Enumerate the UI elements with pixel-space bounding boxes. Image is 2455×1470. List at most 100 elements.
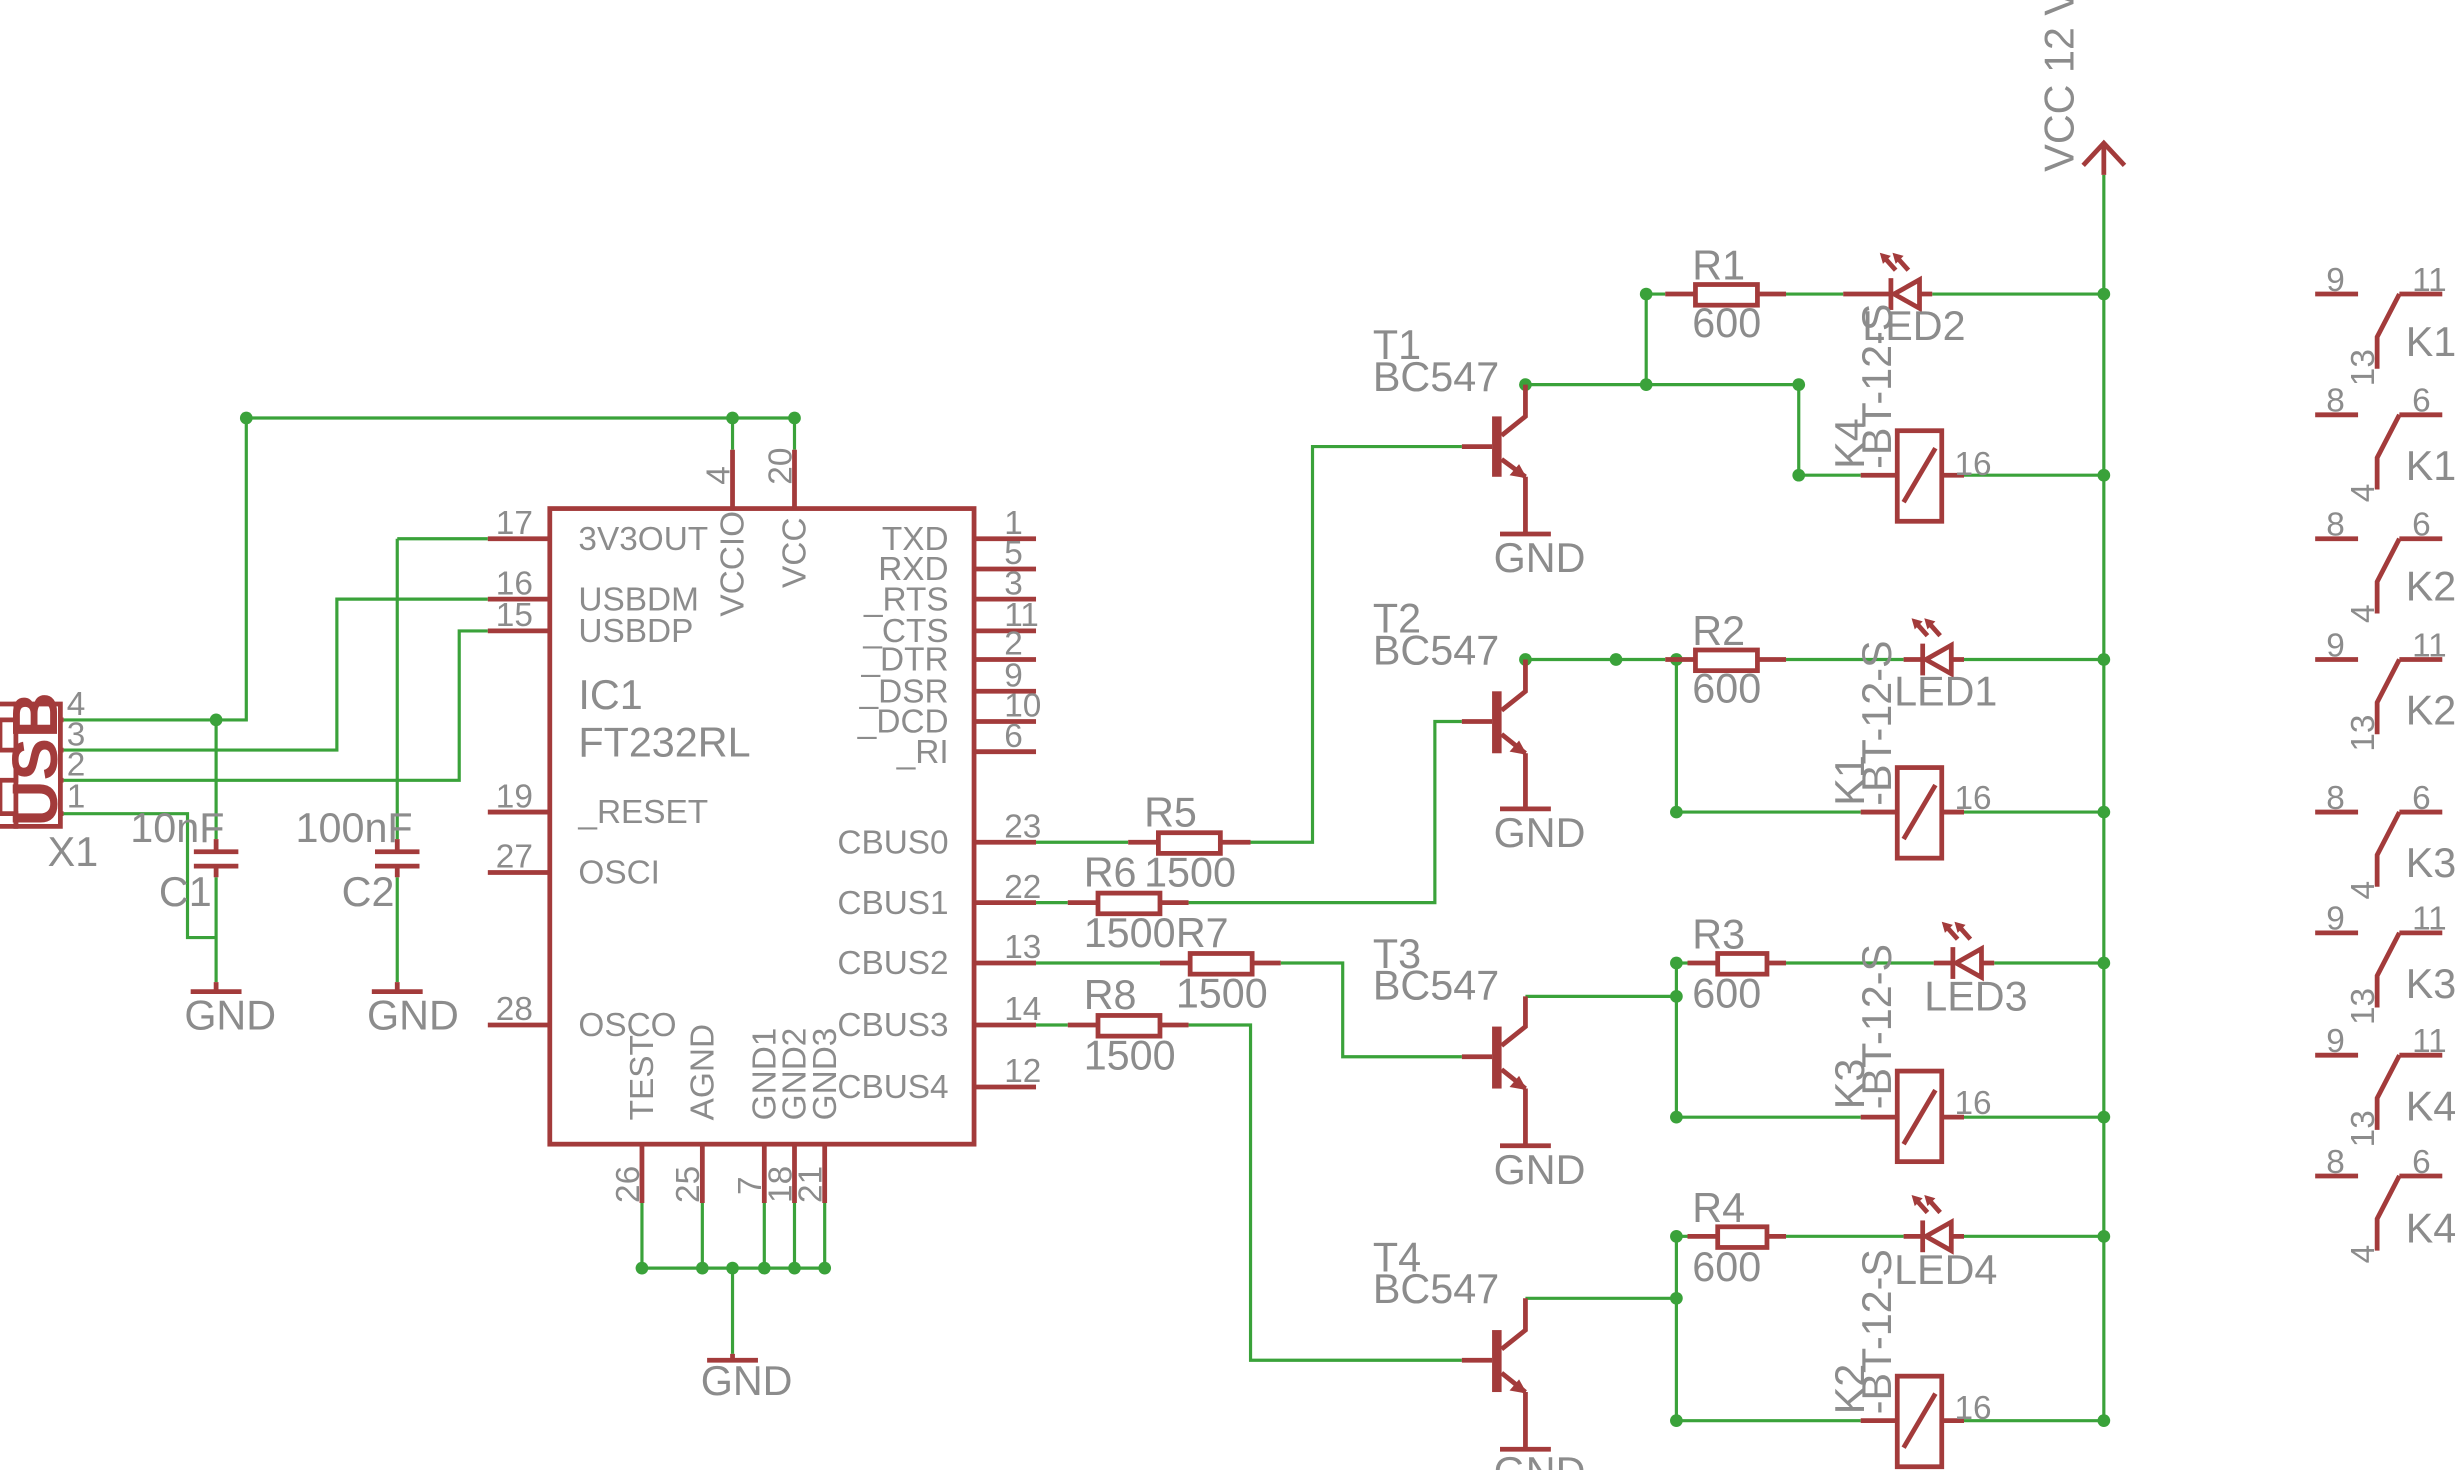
ic-label-agnd: AGND	[684, 1024, 721, 1120]
ic-ft232rl: 17 16 15 19 27 28 3V3OUT USBDM USBDP _RE…	[487, 448, 1041, 1203]
r4-name: R4	[1692, 1185, 1745, 1231]
ic-pin-5: 5	[1004, 535, 1023, 572]
relay-contact-2: 8 6 4 K2	[2315, 507, 2455, 623]
gnd-label-c2: GND	[367, 993, 459, 1039]
ic-label-dtr: _DTR	[861, 642, 949, 679]
ic-label-vccio: VCCIO	[715, 511, 752, 617]
capacitor-c1: 10nF C1	[130, 805, 239, 915]
ic-label-cts: _CTS	[862, 613, 948, 650]
r8-value: 1500	[1084, 1032, 1176, 1078]
ic-label-usbdm: USBDM	[578, 581, 698, 618]
ic-label-txd: TXD	[882, 521, 949, 558]
led1-name: LED1	[1894, 669, 1997, 715]
ic-label-dsr: _DSR	[859, 673, 949, 710]
contact-0-pin-b: 11	[2412, 262, 2447, 299]
ic-pin-23: 23	[1004, 808, 1041, 845]
contact-3-pin-b: 11	[2412, 627, 2447, 664]
relay-contact-3: 9 11 13 K2	[2315, 627, 2455, 752]
led3-name: LED3	[1924, 974, 2027, 1020]
ic-pin-1: 1	[1004, 505, 1023, 542]
r5-name: R5	[1144, 789, 1197, 835]
resistor-r7: R7 1500	[1159, 910, 1281, 1017]
contact-2-name: K2	[2406, 564, 2455, 610]
contact-6-pin-a: 9	[2326, 1023, 2345, 1060]
t3-value: BC547	[1373, 963, 1499, 1009]
relay-contact-7: 8 6 4 K4	[2315, 1144, 2455, 1263]
usb-pin-1: 1	[67, 778, 86, 815]
k2-coil-pin: 16	[1954, 1390, 1991, 1427]
contact-5-pin-b: 11	[2412, 901, 2447, 938]
ic-label-osci: OSCI	[578, 855, 660, 892]
t4-value: BC547	[1373, 1266, 1499, 1312]
ic-pin-25: 25	[670, 1166, 707, 1203]
r2-value: 600	[1692, 665, 1761, 711]
relay-coil-k4: K4 -BT-12-S 16	[1827, 304, 1992, 524]
contact-0-name: K1	[2406, 319, 2455, 365]
k1-coil-pin: 16	[1954, 780, 1991, 817]
transistor-t2: T2 BC547	[1373, 596, 1528, 756]
contact-0-pin-c: 13	[2345, 349, 2382, 386]
k2-coil-value: -BT-12-S	[1854, 1249, 1900, 1414]
r7-name: R7	[1176, 910, 1229, 956]
contact-3-pin-c: 13	[2345, 715, 2382, 752]
usb-text: USB	[0, 692, 71, 826]
ic-label-gnd3: GND3	[807, 1028, 844, 1121]
ic-label-usbdp: USBDP	[578, 613, 693, 650]
t2-value: BC547	[1373, 627, 1499, 673]
contact-6-pin-b: 11	[2412, 1023, 2447, 1060]
r1-value: 600	[1692, 300, 1761, 346]
gnd-symbols: GND GND GND GND GND GND GND	[184, 476, 1586, 1470]
gnd-label-t2: GND	[1494, 810, 1586, 856]
ic-pin-7: 7	[732, 1176, 769, 1195]
contact-2-pin-b: 6	[2412, 507, 2431, 544]
relay-contact-4: 8 6 4 K3	[2315, 780, 2455, 900]
relay-coil-k3: K3 -BT-12-S 16	[1827, 944, 1992, 1165]
junctions	[209, 287, 2111, 1428]
ic-pin-15: 15	[496, 597, 533, 634]
contact-4-pin-c: 4	[2345, 881, 2382, 900]
ic-pin-27: 27	[496, 839, 533, 876]
resistor-r8: R8 1500	[1067, 972, 1189, 1078]
contact-4-pin-b: 6	[2412, 780, 2431, 817]
transistor-t4: T4 BC547	[1373, 1234, 1528, 1394]
t1-value: BC547	[1373, 354, 1499, 400]
contact-2-pin-c: 4	[2345, 604, 2382, 623]
ic-pin-26: 26	[610, 1166, 647, 1203]
ic-right-labels: TXD RXD _RTS _CTS _DTR _DSR _DCD _RI CBU…	[837, 521, 948, 1106]
ic-label-osco: OSCO	[578, 1007, 676, 1044]
led4-name: LED4	[1894, 1247, 1997, 1293]
relay-coil-k2: K2 -BT-12-S 16	[1827, 1249, 1992, 1470]
ic-label-dcd: _DCD	[857, 704, 949, 741]
contact-1-pin-a: 8	[2326, 383, 2345, 420]
ic-pin-3: 3	[1004, 565, 1023, 602]
ic-label-gnd2: GND2	[777, 1028, 814, 1121]
led-led1: LED1	[1894, 618, 1997, 715]
usb-connector: USB 4 3 2 1 X1	[0, 686, 98, 875]
usb-pin-3: 3	[67, 716, 86, 753]
ic-pin-19: 19	[496, 778, 533, 815]
contact-7-name: K4	[2406, 1206, 2455, 1252]
ic-pin-21: 21	[793, 1166, 830, 1203]
ic-label-cbus3: CBUS3	[837, 1007, 948, 1044]
ic-pin-12: 12	[1004, 1053, 1041, 1090]
ic-label-rts: _RTS	[863, 581, 949, 618]
t2-name: T2	[1373, 596, 1421, 642]
t3-name: T3	[1373, 931, 1421, 977]
contact-6-pin-c: 13	[2345, 1110, 2382, 1147]
ic-label-reset: _RESET	[577, 794, 708, 831]
resistor-r1: R1 600	[1665, 243, 1787, 346]
ic-pin-9: 9	[1004, 658, 1023, 695]
r7-value: 1500	[1176, 971, 1268, 1017]
ic-label-3v3out: 3V3OUT	[578, 521, 708, 558]
contact-2-pin-a: 8	[2326, 507, 2345, 544]
k3-coil-pin: 16	[1954, 1085, 1991, 1122]
ic-pin-11: 11	[1004, 597, 1039, 634]
r4-value: 600	[1692, 1244, 1761, 1290]
resistor-r2: R2 600	[1665, 608, 1787, 711]
k1-coil-value: -BT-12-S	[1854, 640, 1900, 805]
r2-name: R2	[1692, 608, 1745, 654]
ic-right-pins: 1 5 3 11 2 9 10 6 23 22 13 14 12	[1004, 505, 1041, 1090]
c2-name: C2	[342, 869, 395, 915]
gnd-label-t3: GND	[1494, 1147, 1586, 1193]
t1-name: T1	[1373, 322, 1421, 368]
